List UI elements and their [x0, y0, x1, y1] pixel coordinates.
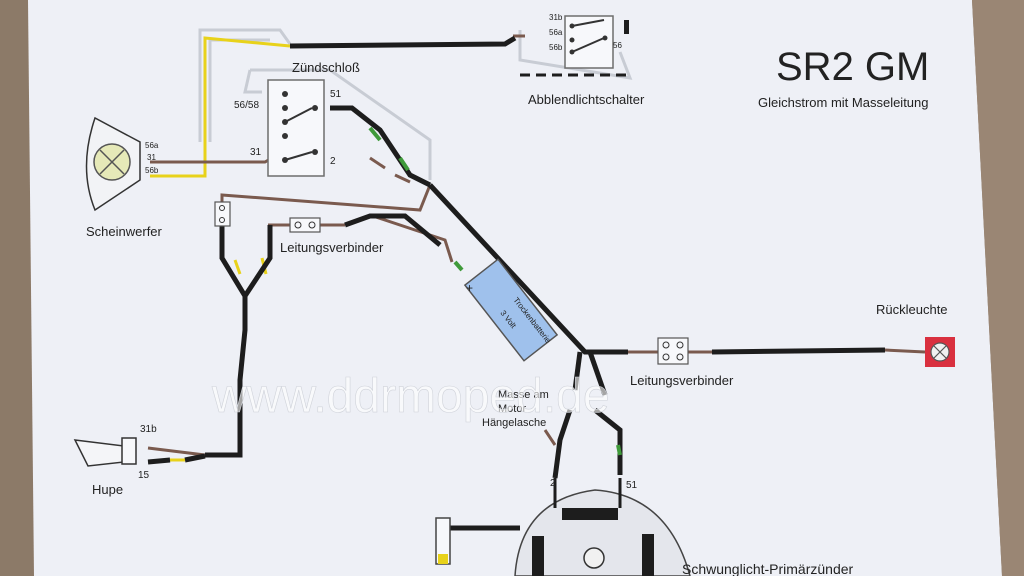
magneto-label: Schwunglicht-Primärzünder	[682, 561, 854, 576]
magneto-terminal-51: 51	[626, 480, 638, 491]
dimmer-switch-label: Abblendlichtschalter	[528, 92, 645, 107]
magneto-bulb-icon	[583, 547, 605, 569]
ignition-switch	[267, 79, 325, 177]
ground-note-line-1: Masse am	[498, 389, 549, 401]
connector-1-label: Leitungsverbinder	[280, 240, 384, 255]
dimmer-contact	[602, 35, 608, 41]
ignition-contact	[282, 105, 288, 111]
dimmer-lever	[571, 19, 605, 27]
dimmer-switch	[564, 15, 629, 69]
headlight	[85, 116, 141, 212]
battery-body	[463, 258, 559, 362]
horn-terminal-15: 15	[138, 470, 150, 481]
ground-note-line-3: Hängelasche	[482, 417, 546, 429]
magneto-terminal-2: 2	[550, 478, 556, 489]
connector-1	[289, 217, 321, 233]
dimmer-terminal	[624, 20, 629, 34]
dimmer-terminal-56a: 56a	[549, 28, 563, 37]
ignition-contact	[282, 133, 288, 139]
dimmer-terminal-56b: 56b	[549, 43, 563, 52]
ground-note-line-2: Motor	[498, 403, 526, 415]
ignition-contact	[282, 91, 288, 97]
headlight-terminal-56b: 56b	[145, 166, 159, 175]
connector-2-label: Leitungsverbinder	[630, 373, 734, 388]
headlight-bulb-cross	[99, 149, 125, 175]
ignition-terminal-2: 2	[330, 156, 336, 167]
connector-2	[657, 337, 689, 365]
headlight-label: Scheinwerfer	[86, 224, 163, 239]
dimmer-contact	[569, 37, 575, 43]
horn-label: Hupe	[92, 482, 123, 497]
ignition-contact	[312, 149, 318, 155]
diagram-subtitle: Gleichstrom mit Masseleitung	[758, 95, 929, 110]
ignition-lever	[284, 151, 313, 161]
tail-light-label: Rückleuchte	[876, 302, 948, 317]
headlight-terminal-56a: 56a	[145, 141, 159, 150]
horn-icon	[73, 437, 137, 467]
ignition-contact	[312, 105, 318, 111]
green-wires	[368, 126, 622, 456]
ignition-switch-label: Zündschloß	[292, 60, 360, 75]
magneto-coil	[642, 534, 654, 576]
spark-plug-tip	[438, 554, 448, 564]
ignition-switch-body	[267, 79, 325, 177]
gray-wires	[198, 28, 633, 180]
diagram-title: SR2 GM	[776, 45, 929, 89]
magneto-coil	[532, 536, 544, 576]
paper-shadow-right	[972, 0, 1024, 576]
dimmer-terminal-56: 56	[613, 41, 622, 50]
tail-lamp-icon	[925, 337, 955, 367]
ignition-terminal-31: 31	[250, 147, 262, 158]
ignition-terminal-51: 51	[330, 89, 342, 100]
dimmer-lever	[571, 37, 605, 53]
magneto-coil	[562, 508, 618, 520]
watermark: www.ddrmoped.de	[211, 370, 610, 423]
black-wires	[147, 35, 886, 531]
dimmer-terminal-31b: 31b	[549, 13, 563, 22]
connector-small-vertical	[214, 201, 231, 227]
magneto	[435, 478, 691, 576]
ignition-lever	[284, 107, 313, 123]
horn-terminal-31b: 31b	[140, 424, 157, 435]
headlight-terminal-31: 31	[147, 153, 156, 162]
ignition-terminal-56-58: 56/58	[234, 100, 259, 111]
battery-plus: +	[466, 281, 473, 295]
